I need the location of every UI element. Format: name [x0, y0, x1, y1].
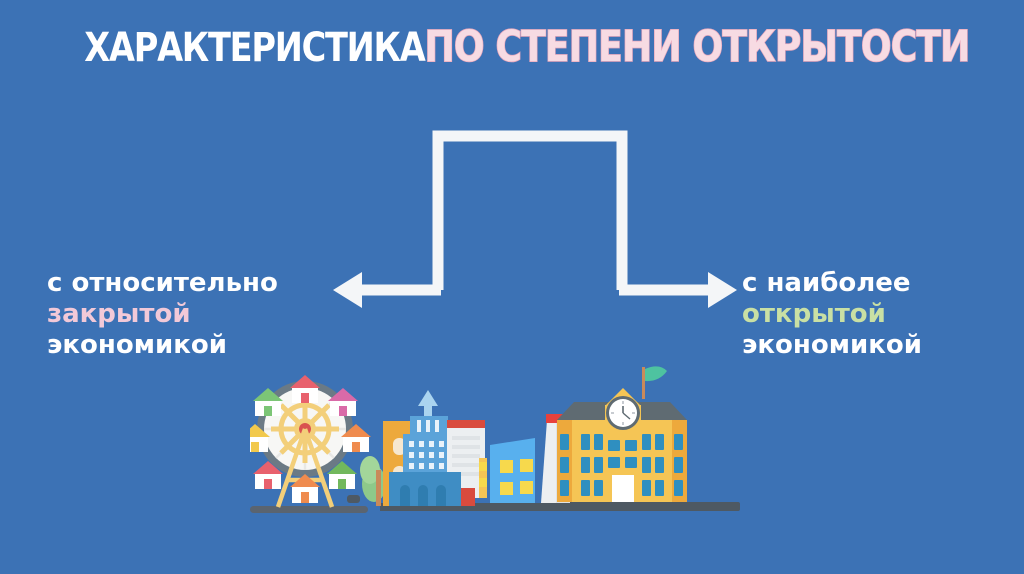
white-building-floors — [452, 436, 480, 476]
factory-windows — [500, 459, 533, 495]
right-stem — [619, 284, 719, 296]
ground-cart — [347, 495, 360, 503]
cabin-left — [250, 424, 270, 452]
clock-ticks — [611, 401, 635, 425]
flag-pole — [642, 367, 645, 399]
title-wrapper: ХАРАКТЕРИСТИКАПО СТЕПЕНИ ОТКРЫТОСТИ — [84, 25, 971, 71]
title-segment-white: ХАРАКТЕРИСТИКА — [84, 25, 425, 71]
cabin-upper-right — [328, 388, 358, 416]
clock-hand-minute — [622, 412, 631, 420]
school-windows-left — [581, 434, 603, 496]
cabin-lower-right — [327, 461, 357, 489]
ground-left — [250, 506, 368, 513]
school-windows-right-wing — [674, 434, 683, 496]
label-left-line3: экономикой — [47, 330, 227, 360]
blue-arcade-base — [389, 472, 461, 506]
cabin-top — [290, 375, 320, 403]
bracket-path — [432, 130, 628, 290]
city-skyline-illustration — [250, 366, 740, 513]
cabin-upper-left — [253, 388, 283, 416]
label-right: с наиболее открытой экономикой — [742, 268, 922, 361]
ground-mid — [380, 503, 625, 511]
small-yellow-windows — [479, 462, 487, 487]
school-building — [557, 366, 687, 502]
label-left-line1: с относительно — [47, 268, 278, 298]
clock — [606, 396, 640, 430]
cabin-lower-left — [253, 461, 283, 489]
green-flag — [645, 366, 667, 382]
title-segment-pink: ПО СТЕПЕНИ ОТКРЫТОСТИ — [424, 22, 971, 72]
ground-right — [568, 502, 740, 511]
label-left-line2: закрытой — [47, 299, 191, 329]
school-door — [612, 475, 634, 502]
tree — [360, 456, 386, 506]
label-left: с относительно закрытой экономикой — [47, 268, 278, 361]
school-windows-center — [608, 440, 637, 468]
page-title: ХАРАКТЕРИСТИКАПО СТЕПЕНИ ОТКРЫТОСТИ — [0, 25, 1024, 71]
label-right-line2: открытой — [742, 299, 886, 329]
ferris-wheel-cabins — [250, 375, 371, 503]
white-red-building — [447, 420, 485, 506]
arcade-arches — [400, 485, 446, 506]
school-windows-left-wing — [560, 434, 569, 496]
label-right-line1: с наиболее — [742, 268, 911, 298]
light-blue-factory — [490, 438, 535, 503]
left-arrow-head — [333, 272, 362, 308]
left-stem — [346, 284, 441, 296]
cabin-bottom — [290, 474, 320, 503]
right-arrow-head — [708, 272, 737, 308]
label-right-line3: экономикой — [742, 330, 922, 360]
bracket-double-arrow — [333, 130, 737, 308]
school-windows-right — [642, 434, 664, 496]
ferris-wheel — [250, 375, 371, 508]
cabin-right — [341, 424, 371, 452]
